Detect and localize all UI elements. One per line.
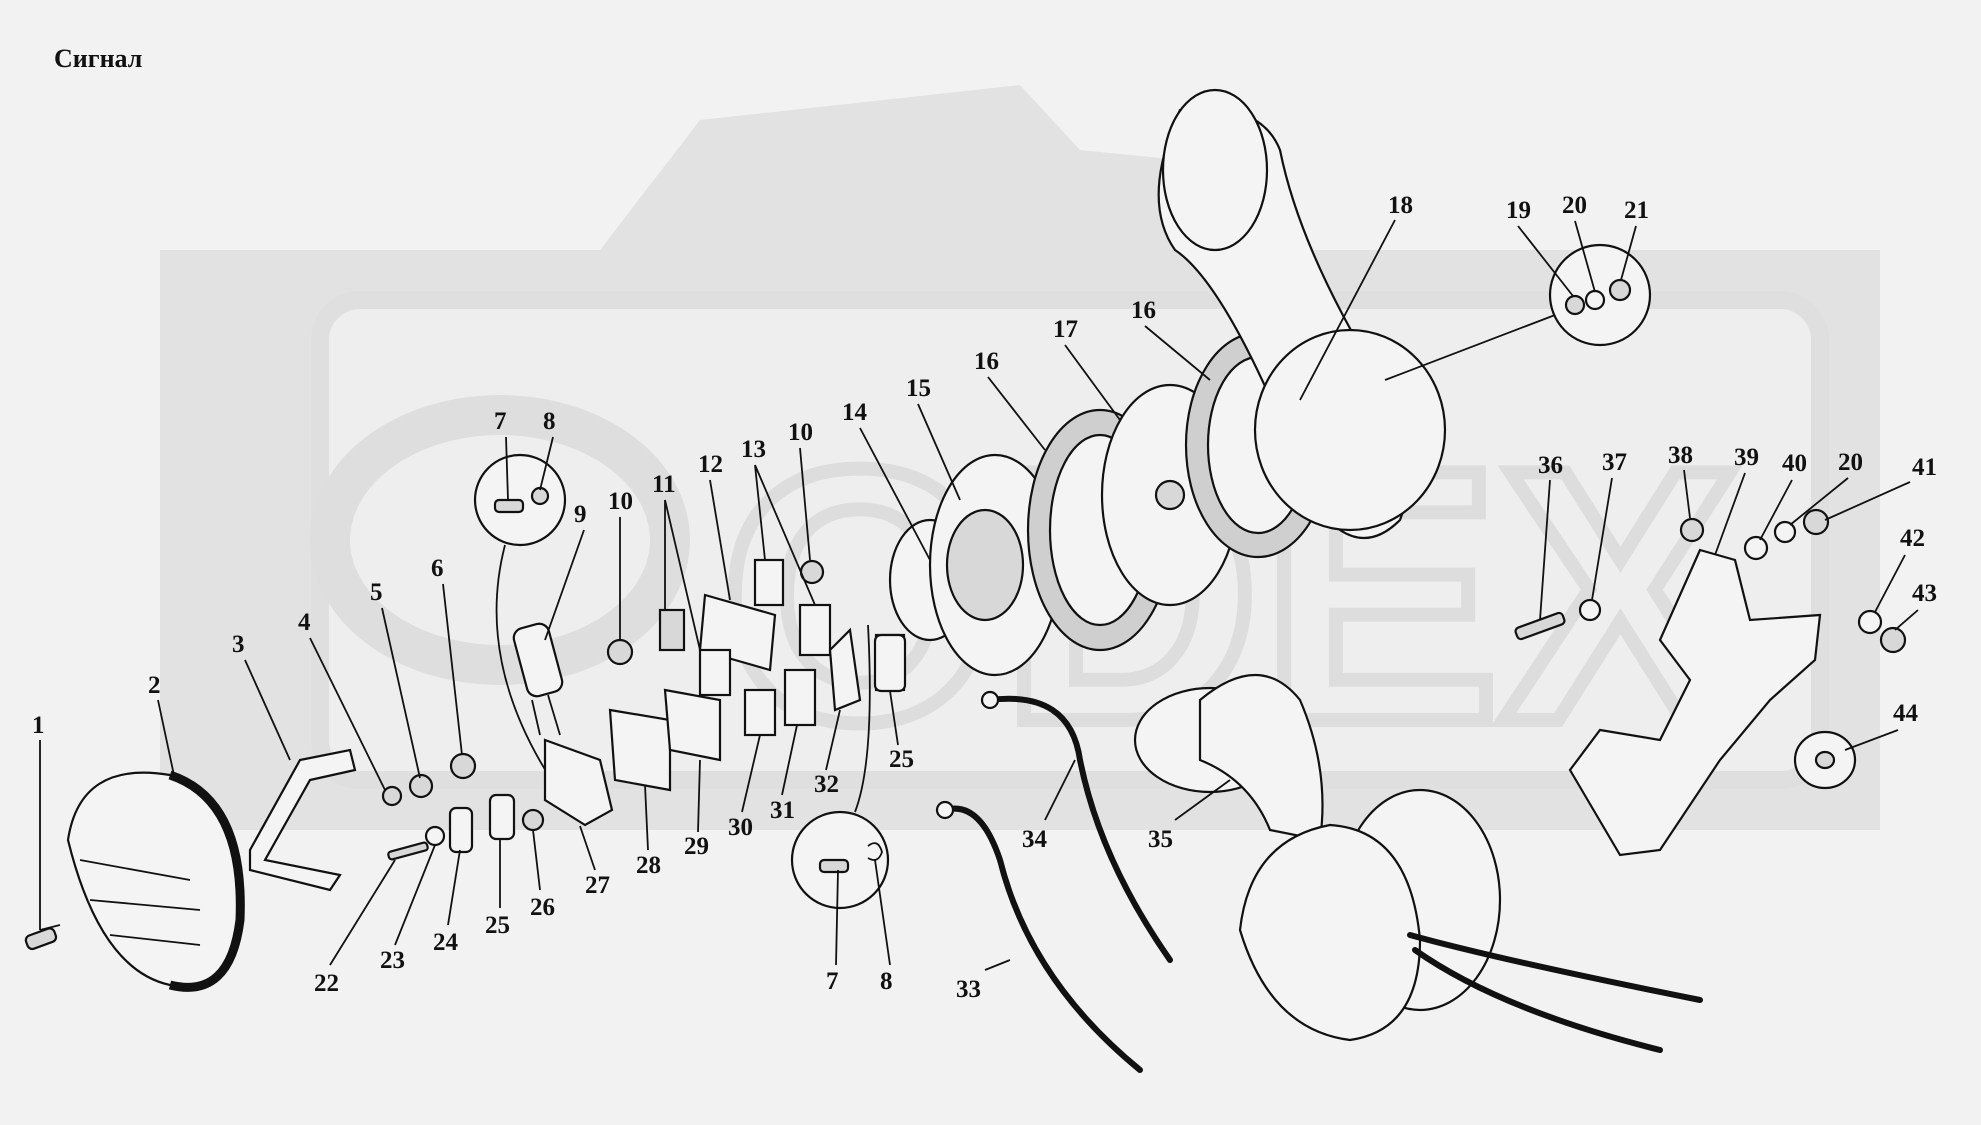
part-2-bell-cover	[66, 770, 245, 992]
callout-44: 44	[1893, 700, 1919, 727]
part-36-bolt	[1514, 611, 1566, 641]
callout-22: 22	[314, 970, 339, 997]
part-35-horn-assembly	[1133, 673, 1703, 1053]
part-41-nut	[1802, 508, 1830, 536]
callout-30: 30	[728, 814, 753, 841]
callout-21: 21	[1624, 197, 1649, 224]
part-6-nut	[449, 752, 477, 780]
callout-34: 34	[1022, 826, 1048, 853]
callout-39: 39	[1734, 444, 1759, 471]
part-22-screw	[387, 841, 429, 861]
part-38-nut	[1679, 517, 1705, 543]
diagram-title: Сигнал	[54, 44, 143, 73]
detail-circle-bottom	[790, 624, 890, 910]
part-5-nut	[408, 773, 434, 799]
callout-10-right: 10	[788, 419, 813, 446]
callout-36: 36	[1538, 452, 1563, 479]
callout-17: 17	[1053, 316, 1078, 343]
callout-20-right: 20	[1838, 449, 1863, 476]
callout-16-right: 16	[1131, 297, 1156, 324]
callout-42: 42	[1900, 525, 1925, 552]
part-10-nut-left	[606, 638, 634, 666]
callout-23: 23	[380, 947, 405, 974]
callout-43: 43	[1912, 580, 1937, 607]
callout-8-bottom: 8	[880, 968, 893, 995]
part-1-screw	[24, 924, 61, 951]
part-43-nut	[1879, 626, 1907, 654]
part-25-plate-right	[873, 633, 907, 693]
part-26-nut	[521, 808, 545, 832]
callout-2: 2	[148, 672, 161, 699]
part-39-bracket	[1568, 548, 1822, 857]
part-3-clamp	[248, 748, 357, 892]
part-14-15-motor	[888, 453, 1062, 677]
callout-40: 40	[1782, 450, 1807, 477]
part-24-plate	[448, 806, 474, 854]
part-25-plate-left	[488, 793, 516, 841]
part-18-trumpet	[1157, 88, 1447, 540]
callout-12: 12	[698, 451, 723, 478]
callout-26: 26	[530, 894, 555, 921]
part-9-capacitor	[512, 622, 564, 736]
part-42-washer	[1857, 609, 1883, 635]
part-44-bushing	[1793, 730, 1857, 790]
callout-24: 24	[433, 929, 459, 956]
callout-15: 15	[906, 375, 931, 402]
callout-9: 9	[574, 501, 587, 528]
callout-32: 32	[814, 771, 839, 798]
leader-lines	[39, 219, 1919, 971]
wire-34	[980, 690, 1173, 963]
callout-41: 41	[1912, 454, 1937, 481]
callout-8-top: 8	[543, 408, 556, 435]
callout-7-bottom: 7	[826, 968, 839, 995]
callout-labels: 1 2 3 4 5 6 7 8 9 10 10 11 12 13 14 15 1…	[32, 192, 1937, 1003]
callout-7-top: 7	[494, 408, 507, 435]
callout-4: 4	[298, 609, 311, 636]
callout-27: 27	[585, 872, 610, 899]
callout-29: 29	[684, 833, 709, 860]
callout-35: 35	[1148, 826, 1173, 853]
callout-1: 1	[32, 712, 45, 739]
part-4-nut	[381, 785, 403, 807]
callout-38: 38	[1668, 442, 1693, 469]
callout-37: 37	[1602, 449, 1627, 476]
callout-6: 6	[431, 555, 444, 582]
callout-11: 11	[652, 471, 676, 498]
callout-31: 31	[770, 797, 795, 824]
part-23-washer	[424, 825, 446, 847]
callout-5: 5	[370, 579, 383, 606]
callout-10-left: 10	[608, 488, 633, 515]
part-37-washer	[1578, 598, 1602, 622]
callout-14: 14	[842, 399, 868, 426]
part-20-washer	[1773, 520, 1797, 544]
callout-13: 13	[741, 436, 766, 463]
callout-20-top: 20	[1562, 192, 1587, 219]
callout-28: 28	[636, 852, 661, 879]
detail-circle-19-21	[1384, 243, 1652, 381]
part-40-washer	[1743, 535, 1769, 561]
callout-33: 33	[956, 976, 981, 1003]
callout-18: 18	[1388, 192, 1413, 219]
callout-16-left: 16	[974, 348, 999, 375]
callout-25-left: 25	[485, 912, 510, 939]
callout-25-right: 25	[889, 746, 914, 773]
callout-19: 19	[1506, 197, 1531, 224]
wire-33	[935, 800, 1143, 1073]
callout-3: 3	[232, 631, 245, 658]
